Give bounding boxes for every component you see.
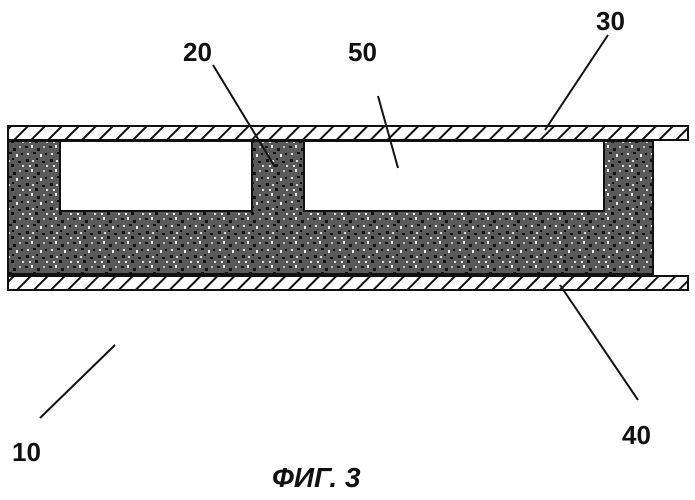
cavity-right [304,141,604,211]
reference-label-30: 30 [596,6,625,36]
reference-label-10: 10 [12,437,41,467]
bottom-hatched-plate [8,276,688,290]
leader-line-40 [560,285,638,400]
reference-label-40: 40 [622,420,651,450]
cavity-left [60,141,252,211]
top-hatched-plate [8,126,688,140]
reference-label-50: 50 [348,37,377,67]
figure-caption: ФИГ. 3 [272,462,361,493]
reference-label-20: 20 [183,37,212,67]
leader-line-10 [40,345,115,418]
leader-line-30 [545,35,608,130]
